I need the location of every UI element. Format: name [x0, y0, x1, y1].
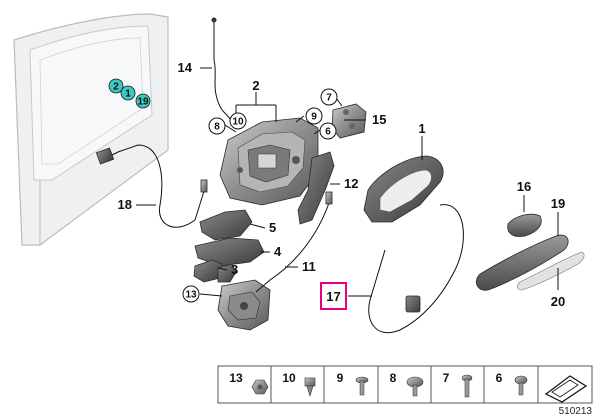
rod-14 — [211, 17, 237, 126]
svg-text:10: 10 — [282, 371, 296, 385]
svg-text:20: 20 — [551, 294, 565, 309]
legend-cell-13: 13 — [229, 371, 269, 395]
cable-18 — [95, 144, 208, 228]
svg-text:2: 2 — [252, 78, 259, 93]
flange-screw-icon — [406, 376, 424, 397]
cable-11 — [255, 191, 333, 293]
svg-text:12: 12 — [344, 176, 358, 191]
svg-text:15: 15 — [372, 112, 386, 127]
hardware-kit-icon — [544, 375, 588, 403]
cable-17 — [368, 204, 464, 334]
svg-text:7: 7 — [443, 371, 450, 385]
svg-text:9: 9 — [311, 112, 317, 123]
diagram-reference-code: 510213 — [559, 406, 593, 417]
legend-cell-7: 7 — [443, 371, 473, 398]
svg-text:7: 7 — [326, 93, 332, 104]
door-callouts: 2 1 19 — [108, 78, 151, 109]
plate-4 — [194, 237, 265, 267]
svg-text:6: 6 — [325, 127, 331, 138]
fastener-legend: 13 10 9 8 — [217, 365, 593, 404]
part-labels: 14 2 15 1 12 18 5 4 3 11 16 19 20 — [118, 60, 566, 309]
door-outline — [13, 13, 169, 246]
svg-text:8: 8 — [390, 371, 397, 385]
cover-12 — [297, 151, 335, 225]
legend-cell-8: 8 — [390, 371, 424, 397]
circled-labels: 8 10 9 6 7 13 — [182, 88, 338, 303]
svg-text:2: 2 — [113, 82, 119, 93]
torx-screw-icon — [514, 375, 528, 396]
svg-text:3: 3 — [231, 262, 238, 277]
bolt-icon — [461, 374, 473, 398]
svg-text:1: 1 — [125, 89, 131, 100]
svg-text:1: 1 — [418, 121, 425, 136]
legend-cell-6: 6 — [496, 371, 528, 396]
legend-cell-10: 10 — [282, 371, 316, 398]
svg-text:17: 17 — [326, 289, 340, 304]
svg-text:11: 11 — [302, 259, 316, 274]
svg-text:16: 16 — [517, 179, 531, 194]
svg-text:6: 6 — [496, 371, 503, 385]
svg-text:13: 13 — [229, 371, 243, 385]
gasket-20 — [516, 251, 585, 291]
svg-text:18: 18 — [118, 197, 132, 212]
svg-text:8: 8 — [214, 122, 220, 133]
handle-carrier-1 — [363, 155, 444, 223]
svg-text:5: 5 — [269, 220, 276, 235]
svg-text:14: 14 — [178, 60, 193, 75]
svg-text:19: 19 — [551, 196, 565, 211]
svg-text:19: 19 — [137, 97, 149, 108]
clip-icon — [304, 377, 316, 398]
bracket-15 — [331, 103, 367, 139]
screw-icon — [355, 376, 369, 396]
svg-text:9: 9 — [337, 371, 344, 385]
svg-text:10: 10 — [232, 117, 244, 128]
legend-cell-9: 9 — [337, 371, 369, 396]
svg-text:13: 13 — [185, 290, 197, 301]
plate-5 — [199, 209, 253, 241]
lock-mechanism-2 — [219, 117, 319, 206]
nut-icon — [251, 379, 269, 395]
highlighted-part-17[interactable]: 17 — [320, 282, 347, 310]
plate-3 — [193, 259, 237, 283]
svg-text:4: 4 — [274, 244, 282, 259]
outer-handle-19 — [475, 234, 569, 291]
latch-13 — [217, 279, 271, 331]
cap-16 — [507, 213, 542, 237]
